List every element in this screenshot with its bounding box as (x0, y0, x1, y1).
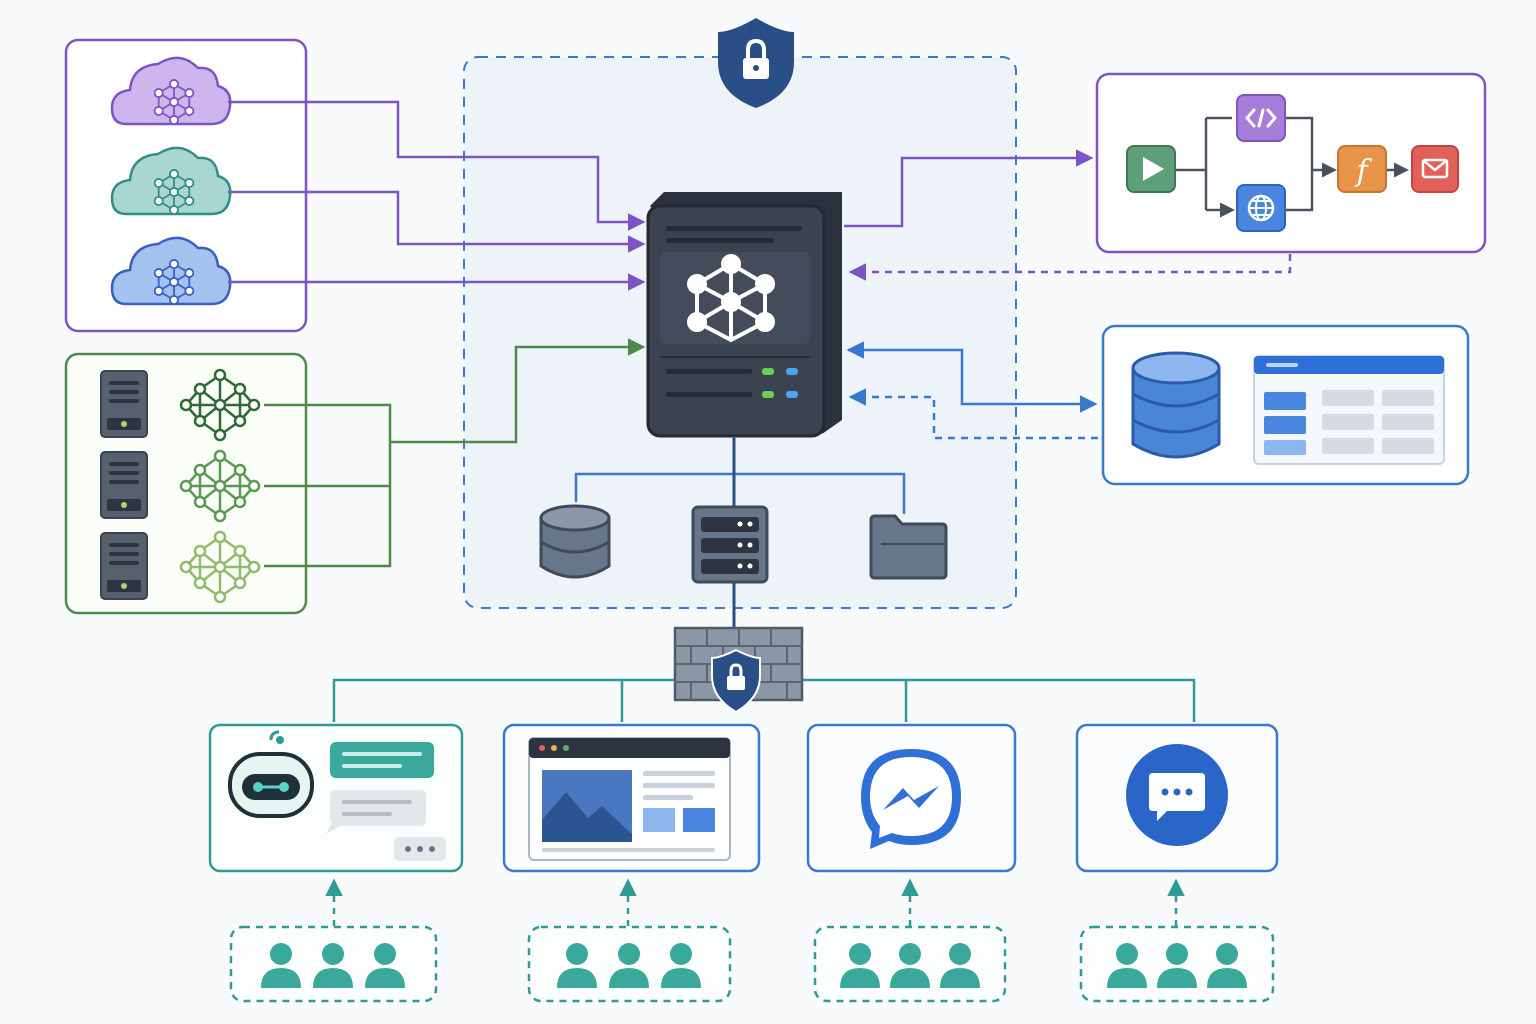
ai-server-icon[interactable] (646, 192, 842, 438)
database-return-connector (848, 388, 1098, 440)
user-message-bubble (326, 790, 426, 834)
cloud-connectors (228, 100, 646, 291)
user-connectors (325, 878, 1185, 926)
bot-reply-bubble (330, 742, 434, 778)
local-connectors (264, 338, 646, 568)
firewall-icon[interactable] (673, 626, 804, 714)
lock-shield-icon (718, 18, 794, 108)
server-tower-icon[interactable] (100, 370, 148, 438)
workflow-out-connector (844, 149, 1094, 228)
server-tower-icon[interactable] (100, 451, 148, 519)
browser-window-icon[interactable] (528, 737, 731, 861)
table-icon[interactable] (1253, 355, 1445, 465)
messenger-icon[interactable] (861, 749, 961, 849)
storage-connectors (574, 472, 906, 514)
database-connector (848, 348, 1098, 413)
workflow-group (1095, 72, 1487, 254)
server-rack-icon[interactable] (691, 505, 769, 584)
server-tower-icon[interactable] (100, 532, 148, 600)
connector-line (228, 100, 646, 231)
mail-icon[interactable] (1411, 145, 1459, 193)
database-icon[interactable] (539, 504, 611, 579)
workflow-links (1176, 116, 1409, 210)
workflow-return-connector (848, 254, 1292, 281)
chat-bubble-icon[interactable] (1126, 744, 1228, 846)
connector-line (228, 190, 646, 253)
folder-icon[interactable] (869, 514, 948, 580)
code-icon[interactable] (1236, 94, 1286, 142)
function-icon[interactable]: f (1337, 145, 1387, 193)
play-icon[interactable] (1126, 145, 1176, 193)
robot-icon[interactable] (228, 730, 314, 818)
globe-icon[interactable] (1236, 184, 1286, 232)
database-icon[interactable] (1131, 351, 1221, 459)
connector-line (390, 338, 646, 444)
typing-indicator (394, 837, 446, 861)
